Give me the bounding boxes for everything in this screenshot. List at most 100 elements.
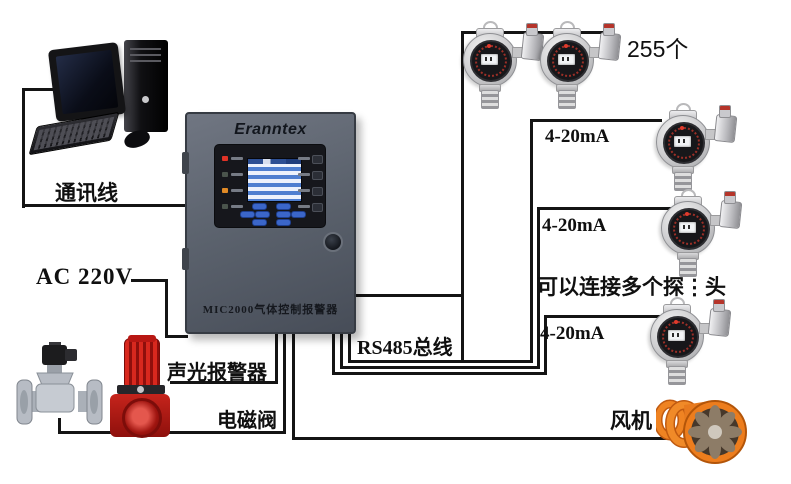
power-label: AC 220V xyxy=(36,264,134,289)
detector-junction-box xyxy=(713,113,738,144)
panel-console xyxy=(214,144,326,228)
alarm-beacon xyxy=(124,335,160,387)
detector-sensor-cap xyxy=(603,23,615,36)
wire-valve-stub xyxy=(58,418,61,434)
keypad-key xyxy=(291,211,306,218)
panel-hinge-top xyxy=(182,152,189,174)
detector-sensor-cap xyxy=(713,299,725,312)
detector-display xyxy=(481,54,498,65)
led-label-1 xyxy=(231,157,243,160)
gas-detector-3 xyxy=(656,102,738,191)
panel-brand: Eranntex xyxy=(234,121,307,138)
led-label-4 xyxy=(231,205,243,208)
rs485-bus-label: RS485总线 xyxy=(357,337,453,359)
signal-label-3: 4-20mA xyxy=(540,323,605,344)
wire-power-h2 xyxy=(165,335,188,338)
alarm-label: 声光报警器 xyxy=(167,362,267,384)
wire-valve-vertical xyxy=(283,328,286,434)
signal-label-2: 4-20mA xyxy=(542,215,607,236)
gas-controller-panel: Eranntex xyxy=(182,112,356,334)
wire-branch3-bottom xyxy=(340,366,540,369)
wire-communication-vertical xyxy=(22,88,25,208)
wire-branch3-exit xyxy=(340,328,343,369)
panel-button-3 xyxy=(312,187,323,196)
wire-branch4-vertical xyxy=(544,315,547,375)
wire-valve-horizontal xyxy=(58,431,286,434)
button-label-1 xyxy=(298,157,310,160)
computer-tower xyxy=(124,40,168,132)
wire-branch4-exit xyxy=(332,328,335,375)
wire-bus-box-left xyxy=(348,328,351,363)
panel-button-1 xyxy=(312,155,323,164)
communication-line-label: 通讯线 xyxy=(55,181,118,205)
exhaust-fan xyxy=(656,399,747,464)
panel-button-4 xyxy=(312,203,323,212)
detector-sensor-tube xyxy=(668,366,686,385)
panel-button-2 xyxy=(312,171,323,180)
computer-monitor xyxy=(47,42,127,122)
gas-detector-1 xyxy=(463,20,545,109)
gas-detector-4 xyxy=(661,188,743,277)
detector-junction-box xyxy=(718,199,743,230)
detector-dial xyxy=(663,122,705,164)
detector-display xyxy=(679,222,696,233)
wire-branch2-bottom xyxy=(348,360,533,363)
button-label-4 xyxy=(298,205,310,208)
led-label-2 xyxy=(231,173,243,176)
wire-fan-vertical xyxy=(292,328,295,440)
status-led-4 xyxy=(222,204,228,209)
detector-junction-box xyxy=(707,307,732,338)
detector-status-dot xyxy=(680,126,684,130)
wire-alarm-vertical xyxy=(275,328,278,384)
solenoid-valve xyxy=(16,342,103,425)
button-label-2 xyxy=(298,173,310,176)
detector-status-dot xyxy=(674,320,678,324)
wire-fan-horizontal xyxy=(292,437,674,440)
detector-sensor-tube xyxy=(679,258,697,277)
keypad-key xyxy=(240,211,255,218)
wire-bus-box-top xyxy=(354,294,464,297)
detector-count-label: 255个 xyxy=(627,36,689,62)
keypad-key xyxy=(252,203,267,210)
detector-sensor-tube xyxy=(558,90,576,109)
wire-communication-bottom xyxy=(22,204,187,207)
alarm-bracket xyxy=(117,385,165,394)
wire-branch2-top xyxy=(530,119,662,122)
detector-sensor-cap xyxy=(724,191,736,204)
detector-display xyxy=(668,330,685,341)
detector-sensor-cap xyxy=(526,23,538,36)
status-led-2 xyxy=(222,172,228,177)
wire-branch3-vertical xyxy=(537,207,540,369)
panel-model-label: MIC2000气体控制报警器 xyxy=(202,304,339,316)
multi-probe-label: 可以连接多个探⋮头 xyxy=(537,275,726,299)
keypad-key xyxy=(276,203,291,210)
wire-communication-top xyxy=(22,88,60,91)
signal-label-1: 4-20mA xyxy=(545,126,610,147)
detector-sensor-tube xyxy=(481,90,499,109)
detector-status-dot xyxy=(685,212,689,216)
wire-branch2-vertical xyxy=(530,119,533,363)
keypad-key xyxy=(252,219,267,226)
button-label-3 xyxy=(298,189,310,192)
wire-power-h1 xyxy=(131,279,168,282)
detector-display xyxy=(558,54,575,65)
fan-label: 风机 xyxy=(610,409,652,433)
keypad-key xyxy=(276,219,291,226)
keypad-key xyxy=(255,211,270,218)
detector-status-dot xyxy=(487,44,491,48)
panel-lcd-screen xyxy=(247,158,302,202)
detector-status-dot xyxy=(564,44,568,48)
gas-detector-5 xyxy=(650,296,732,385)
alarm-horn xyxy=(110,394,170,438)
sound-light-alarm xyxy=(110,335,172,438)
detector-display xyxy=(674,136,691,147)
detector-junction-box xyxy=(597,31,622,62)
detector-dial xyxy=(657,316,699,358)
wire-branch4-top xyxy=(544,315,660,318)
gas-detector-2 xyxy=(540,20,622,109)
status-led-3 xyxy=(222,188,228,193)
wire-alarm-horizontal xyxy=(170,381,278,384)
keypad-key xyxy=(276,211,291,218)
status-led-1 xyxy=(222,156,228,161)
